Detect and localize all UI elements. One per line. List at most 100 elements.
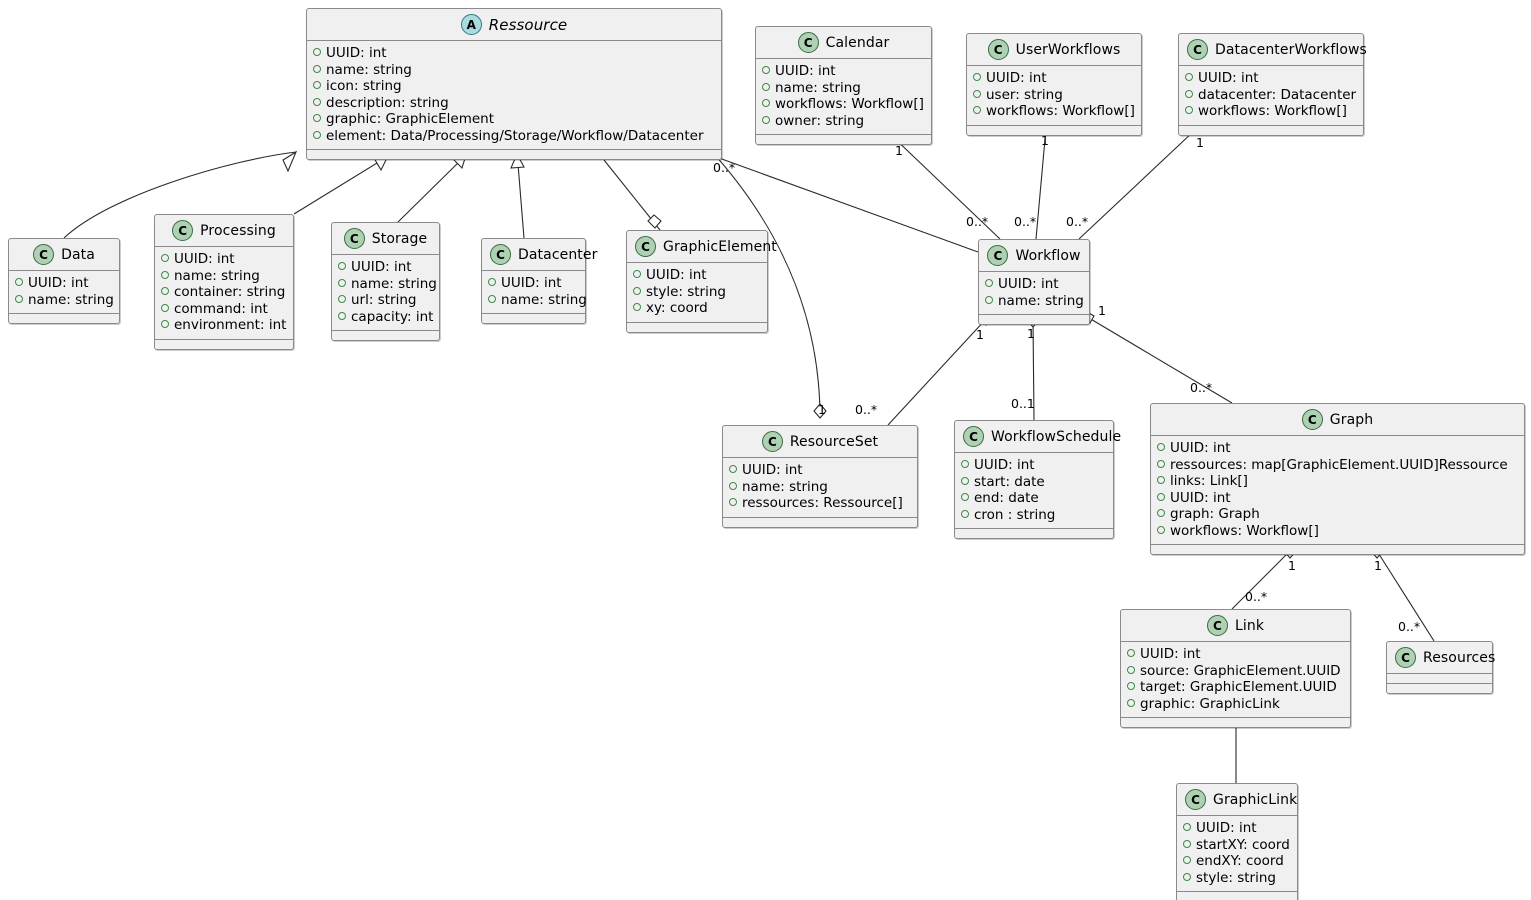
attribute-row: ressources: map[GraphicElement.UUID]Ress… <box>1157 457 1518 474</box>
public-visibility-icon <box>313 97 321 106</box>
public-visibility-icon <box>973 89 981 98</box>
attribute-label: UUID: int <box>501 275 562 291</box>
class-name-resources: Resources <box>1423 649 1496 666</box>
multiplicity-label-graph-link-one: 1 <box>1288 558 1296 573</box>
attribute-label: UUID: int <box>326 45 387 61</box>
class-name-datacenter: Datacenter <box>518 246 598 263</box>
class-icon: C <box>33 244 55 265</box>
attribute-row: UUID: int <box>1183 820 1291 837</box>
attribute-label: UUID: int <box>986 70 1047 86</box>
public-visibility-icon <box>338 278 346 287</box>
public-visibility-icon <box>488 294 496 303</box>
attribute-row: name: string <box>762 80 925 97</box>
class-name-userworkflows: UserWorkflows <box>1015 41 1121 58</box>
attribute-row: ressources: Ressource[] <box>729 495 911 512</box>
attribute-label: user: string <box>986 86 1063 103</box>
multiplicity-label-resourceset-many: 0..* <box>855 402 878 417</box>
attribute-label: name: string <box>998 292 1084 309</box>
public-visibility-icon <box>961 460 969 468</box>
attribute-row: style: string <box>633 284 761 301</box>
public-visibility-icon <box>985 295 993 304</box>
arrowhead-data <box>282 150 298 173</box>
multiplicity-label-workflow-graph-one: 1 <box>1098 303 1106 318</box>
public-visibility-icon <box>338 262 346 270</box>
class-header-graphiclink: C GraphicLink <box>1177 784 1297 815</box>
class-methods-graphiclink <box>1177 891 1297 900</box>
public-visibility-icon <box>633 286 641 295</box>
attribute-row: source: GraphicElement.UUID <box>1127 663 1344 680</box>
class-name-workflowschedule: WorkflowSchedule <box>991 428 1122 445</box>
edge-processing-ressource <box>293 159 383 215</box>
class-name-datacenterworkflows: DatacenterWorkflows <box>1215 41 1367 58</box>
class-name-storage: Storage <box>371 230 428 247</box>
attribute-label: name: string <box>742 478 828 495</box>
attribute-row: UUID: int <box>762 63 925 80</box>
attribute-label: environment: int <box>174 317 287 333</box>
attribute-label: graph: Graph <box>1170 506 1260 522</box>
attribute-row: name: string <box>313 62 715 79</box>
class-methods-resourceset <box>723 516 917 527</box>
attribute-label: name: string <box>28 291 114 308</box>
class-name-resourceset: ResourceSet <box>789 433 879 450</box>
attribute-label: UUID: int <box>775 63 836 79</box>
public-visibility-icon <box>161 303 169 312</box>
public-visibility-icon <box>15 278 23 286</box>
attribute-label: UUID: int <box>646 267 707 283</box>
multiplicity-label-resources-many: 0..* <box>1398 619 1421 634</box>
class-methods-processing <box>155 338 293 349</box>
class-methods-resources <box>1387 683 1492 693</box>
class-methods-datacenter <box>482 313 585 323</box>
attribute-row: environment: int <box>161 317 287 334</box>
attribute-row: UUID: int <box>1127 646 1344 663</box>
attribute-row: graphic: GraphicElement <box>313 111 715 128</box>
attribute-label: name: string <box>326 61 412 78</box>
attribute-label: workflows: Workflow[] <box>1198 103 1347 119</box>
public-visibility-icon <box>973 73 981 81</box>
attribute-row: workflows: Workflow[] <box>1157 523 1518 540</box>
class-name-graphiclink: GraphicLink <box>1213 791 1298 808</box>
attribute-label: command: int <box>174 300 268 317</box>
class-icon: C <box>1301 409 1323 430</box>
public-visibility-icon <box>633 303 641 311</box>
attribute-label: owner: string <box>775 112 865 129</box>
attribute-row: element: Data/Processing/Storage/Workflo… <box>313 128 715 145</box>
attribute-row: url: string <box>338 292 433 309</box>
attribute-row: xy: coord <box>633 300 761 317</box>
public-visibility-icon <box>338 311 346 320</box>
attribute-label: source: GraphicElement.UUID <box>1140 662 1341 679</box>
attribute-label: datacenter: Datacenter <box>1198 86 1357 103</box>
public-visibility-icon <box>313 114 321 122</box>
attribute-row: UUID: int <box>338 259 433 276</box>
attribute-row: workflows: Workflow[] <box>762 96 925 113</box>
class-icon: C <box>1185 789 1206 810</box>
public-visibility-icon <box>1157 443 1165 451</box>
multiplicity-label-workflow-resourceset-one: 1 <box>976 327 984 342</box>
multiplicity-label-resourceset-one: 1 <box>818 402 826 417</box>
